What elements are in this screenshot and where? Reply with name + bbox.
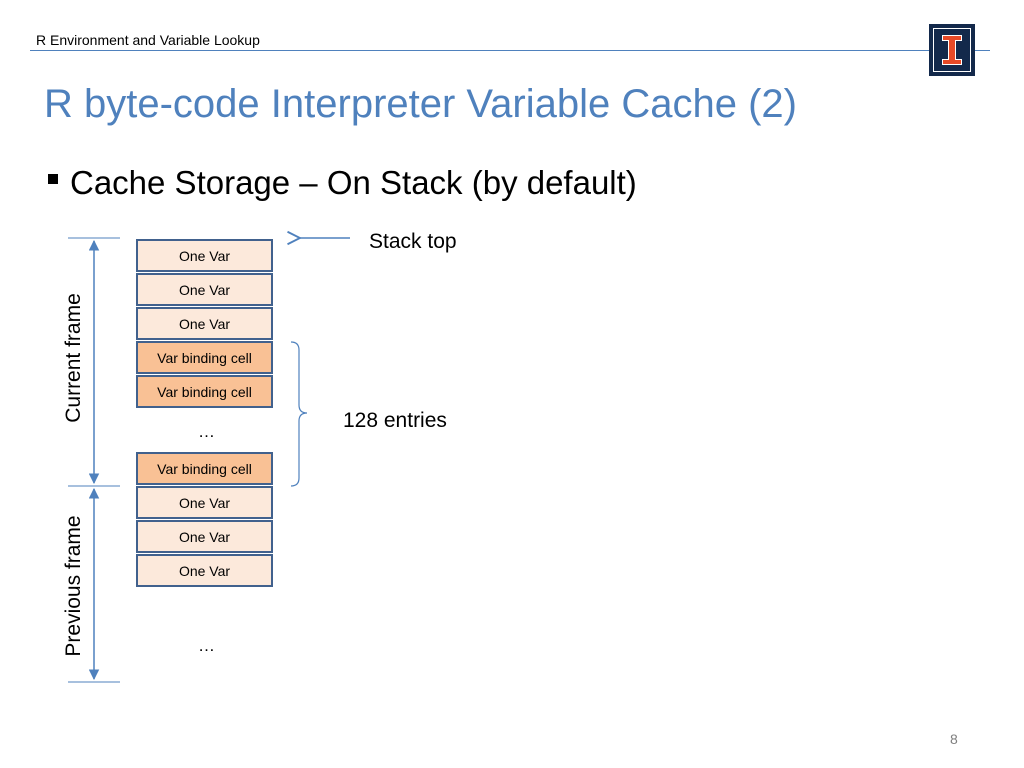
bullet-text: Cache Storage – On Stack (by default) bbox=[70, 164, 637, 201]
bullet-item: Cache Storage – On Stack (by default) bbox=[48, 164, 637, 202]
slide-title: R byte-code Interpreter Variable Cache (… bbox=[44, 82, 797, 126]
header-divider bbox=[30, 50, 990, 51]
stack-cell-binding: Var binding cell bbox=[136, 375, 273, 408]
current-frame-label: Current frame bbox=[62, 293, 85, 423]
university-logo-icon bbox=[929, 24, 975, 76]
entries-brace bbox=[290, 341, 308, 487]
stack-cell-one-var: One Var bbox=[136, 486, 273, 519]
slide-number: 8 bbox=[950, 731, 958, 747]
previous-frame-label: Previous frame bbox=[62, 515, 85, 657]
stack-cell-one-var: One Var bbox=[136, 273, 273, 306]
stack-cell-one-var: One Var bbox=[136, 520, 273, 553]
square-bullet-icon bbox=[48, 174, 58, 185]
ellipsis-bottom: … bbox=[198, 636, 215, 655]
stack-cell-binding: Var binding cell bbox=[136, 452, 273, 485]
stack-top-label: Stack top bbox=[369, 230, 457, 253]
entries-label: 128 entries bbox=[343, 409, 447, 432]
ellipsis-middle: … bbox=[198, 422, 215, 441]
stack-cell-one-var: One Var bbox=[136, 554, 273, 587]
header-title: R Environment and Variable Lookup bbox=[36, 32, 260, 48]
stack-cell-one-var: One Var bbox=[136, 307, 273, 340]
stack-cell-one-var: One Var bbox=[136, 239, 273, 272]
stack-cell-binding: Var binding cell bbox=[136, 341, 273, 374]
